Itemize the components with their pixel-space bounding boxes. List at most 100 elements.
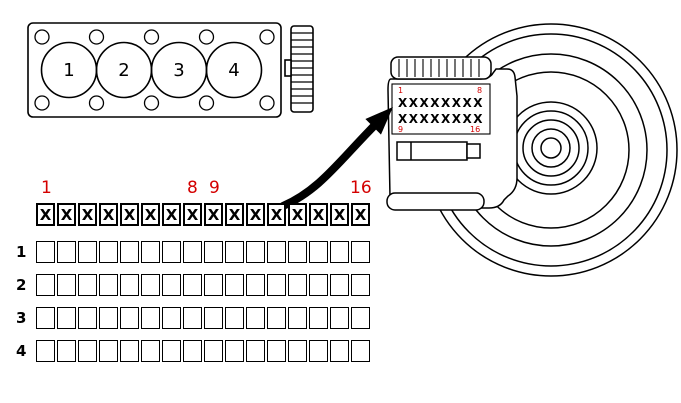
empty-row-cells — [36, 241, 370, 263]
grid-cell — [288, 340, 307, 362]
bottom-band — [386, 192, 485, 211]
cylinder-number-4: 4 — [228, 60, 239, 81]
grid-cell — [267, 307, 286, 329]
grid-cell — [288, 307, 307, 329]
grid-cell — [57, 274, 76, 296]
record-row-3: 3 — [16, 307, 376, 329]
x-cell: X — [120, 203, 139, 226]
row-label-4: 4 — [16, 342, 27, 360]
grid-cell — [57, 340, 76, 362]
empty-row-cells — [36, 274, 370, 296]
grid-cell — [57, 241, 76, 263]
bolt-holes — [34, 29, 275, 111]
x-cell: X — [162, 203, 181, 226]
plate-corner-16: 16 — [470, 125, 480, 134]
grid-cell — [351, 307, 370, 329]
grid-cell — [330, 241, 349, 263]
x-cell: X — [78, 203, 97, 226]
x-cell: X — [57, 203, 76, 226]
grid-cell — [351, 274, 370, 296]
row-label-2: 2 — [16, 276, 27, 294]
row-label-1: 1 — [16, 243, 27, 261]
x-cell: X — [309, 203, 328, 226]
plate-corner-9: 9 — [398, 125, 403, 134]
grid-cell — [225, 340, 244, 362]
grid-cell — [141, 307, 160, 329]
grid-cell — [183, 340, 202, 362]
x-cell: X — [141, 203, 160, 226]
grid-cell — [141, 241, 160, 263]
cylinder-number-3: 3 — [173, 60, 184, 81]
grid-cell — [36, 274, 55, 296]
record-row-1: 1 — [16, 241, 376, 263]
cylinder-numbers: 1 2 3 4 — [63, 60, 239, 81]
grid-cell — [162, 307, 181, 329]
cylinder-number-2: 2 — [118, 60, 129, 81]
ribbed-strip — [284, 25, 314, 113]
grid-cell — [162, 340, 181, 362]
grid-cell — [36, 307, 55, 329]
plate-row-1: XXXXXXXX — [398, 96, 484, 110]
record-row-2: 2 — [16, 274, 376, 296]
grid-cell — [183, 307, 202, 329]
grid-cell — [162, 274, 181, 296]
empty-row-cells — [36, 340, 370, 362]
x-cell: X — [99, 203, 118, 226]
grid-cell — [78, 274, 97, 296]
row-label-3: 3 — [16, 309, 27, 327]
plate-corner-8: 8 — [477, 86, 482, 95]
cylinder-head-drawing — [27, 22, 314, 118]
header-number-1: 1 — [41, 178, 52, 198]
header-number-16: 16 — [350, 178, 372, 198]
header-number-9: 9 — [209, 178, 220, 198]
grid-cell — [162, 241, 181, 263]
grid-cell — [204, 340, 223, 362]
plate-row-2: XXXXXXXX — [398, 112, 484, 126]
x-cell: X — [225, 203, 244, 226]
engine-number-plate — [391, 83, 491, 135]
grid-cell — [246, 307, 265, 329]
grid-cell — [78, 340, 97, 362]
grid-cell — [36, 340, 55, 362]
cylinder-number-1: 1 — [63, 60, 74, 81]
grid-cell — [267, 274, 286, 296]
grid-cell — [183, 274, 202, 296]
grid-cell — [351, 340, 370, 362]
grid-cell — [330, 307, 349, 329]
record-row-4: 4 — [16, 340, 376, 362]
grid-cell — [36, 241, 55, 263]
grid-cell — [57, 307, 76, 329]
grid-cell — [246, 340, 265, 362]
x-cell: X — [183, 203, 202, 226]
grid-cell — [99, 241, 118, 263]
grid-cell — [288, 274, 307, 296]
grid-cell — [309, 274, 328, 296]
hub-rings — [504, 101, 598, 195]
knurled-top-band — [390, 56, 492, 80]
cylinder-bores — [40, 41, 263, 99]
bell-housing-drawing — [386, 23, 678, 277]
grid-cell — [120, 307, 139, 329]
x-cell: X — [36, 203, 55, 226]
grid-cell — [246, 274, 265, 296]
x-cell: X — [351, 203, 370, 226]
grid-cell — [246, 241, 265, 263]
x-cell: X — [267, 203, 286, 226]
grid-cell — [267, 340, 286, 362]
grid-cell — [225, 307, 244, 329]
x-cell: X — [204, 203, 223, 226]
head-outline — [27, 22, 282, 118]
grid-cell — [330, 274, 349, 296]
x-cell: X — [330, 203, 349, 226]
x-cell: X — [288, 203, 307, 226]
pointer-arrow-icon — [279, 107, 393, 210]
grid-cell — [225, 274, 244, 296]
grid-cell — [120, 340, 139, 362]
plate-corner-1: 1 — [398, 86, 403, 95]
grid-cell — [309, 307, 328, 329]
grid-cell — [141, 340, 160, 362]
lower-slot — [396, 141, 481, 161]
